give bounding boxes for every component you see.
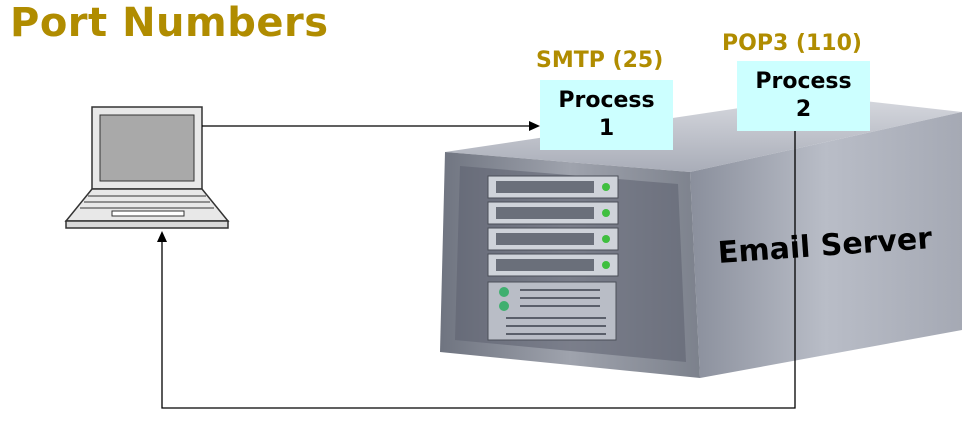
- pop3-connection-arrow: [157, 115, 796, 409]
- page-title: Port Numbers: [10, 0, 329, 46]
- process-1-title: Process: [558, 88, 655, 113]
- process-1-number: 1: [598, 116, 615, 141]
- laptop-icon: [64, 106, 230, 229]
- process-2-box: Process 2: [737, 61, 870, 131]
- pop3-port-label: POP3 (110): [722, 31, 862, 56]
- smtp-port-label: SMTP (25): [536, 48, 664, 73]
- smtp-connection-arrow: [202, 121, 540, 131]
- process-1-box: Process 1: [540, 80, 673, 150]
- server-tower-icon: [440, 96, 962, 378]
- process-2-title: Process: [755, 69, 852, 94]
- process-2-number: 2: [795, 97, 812, 122]
